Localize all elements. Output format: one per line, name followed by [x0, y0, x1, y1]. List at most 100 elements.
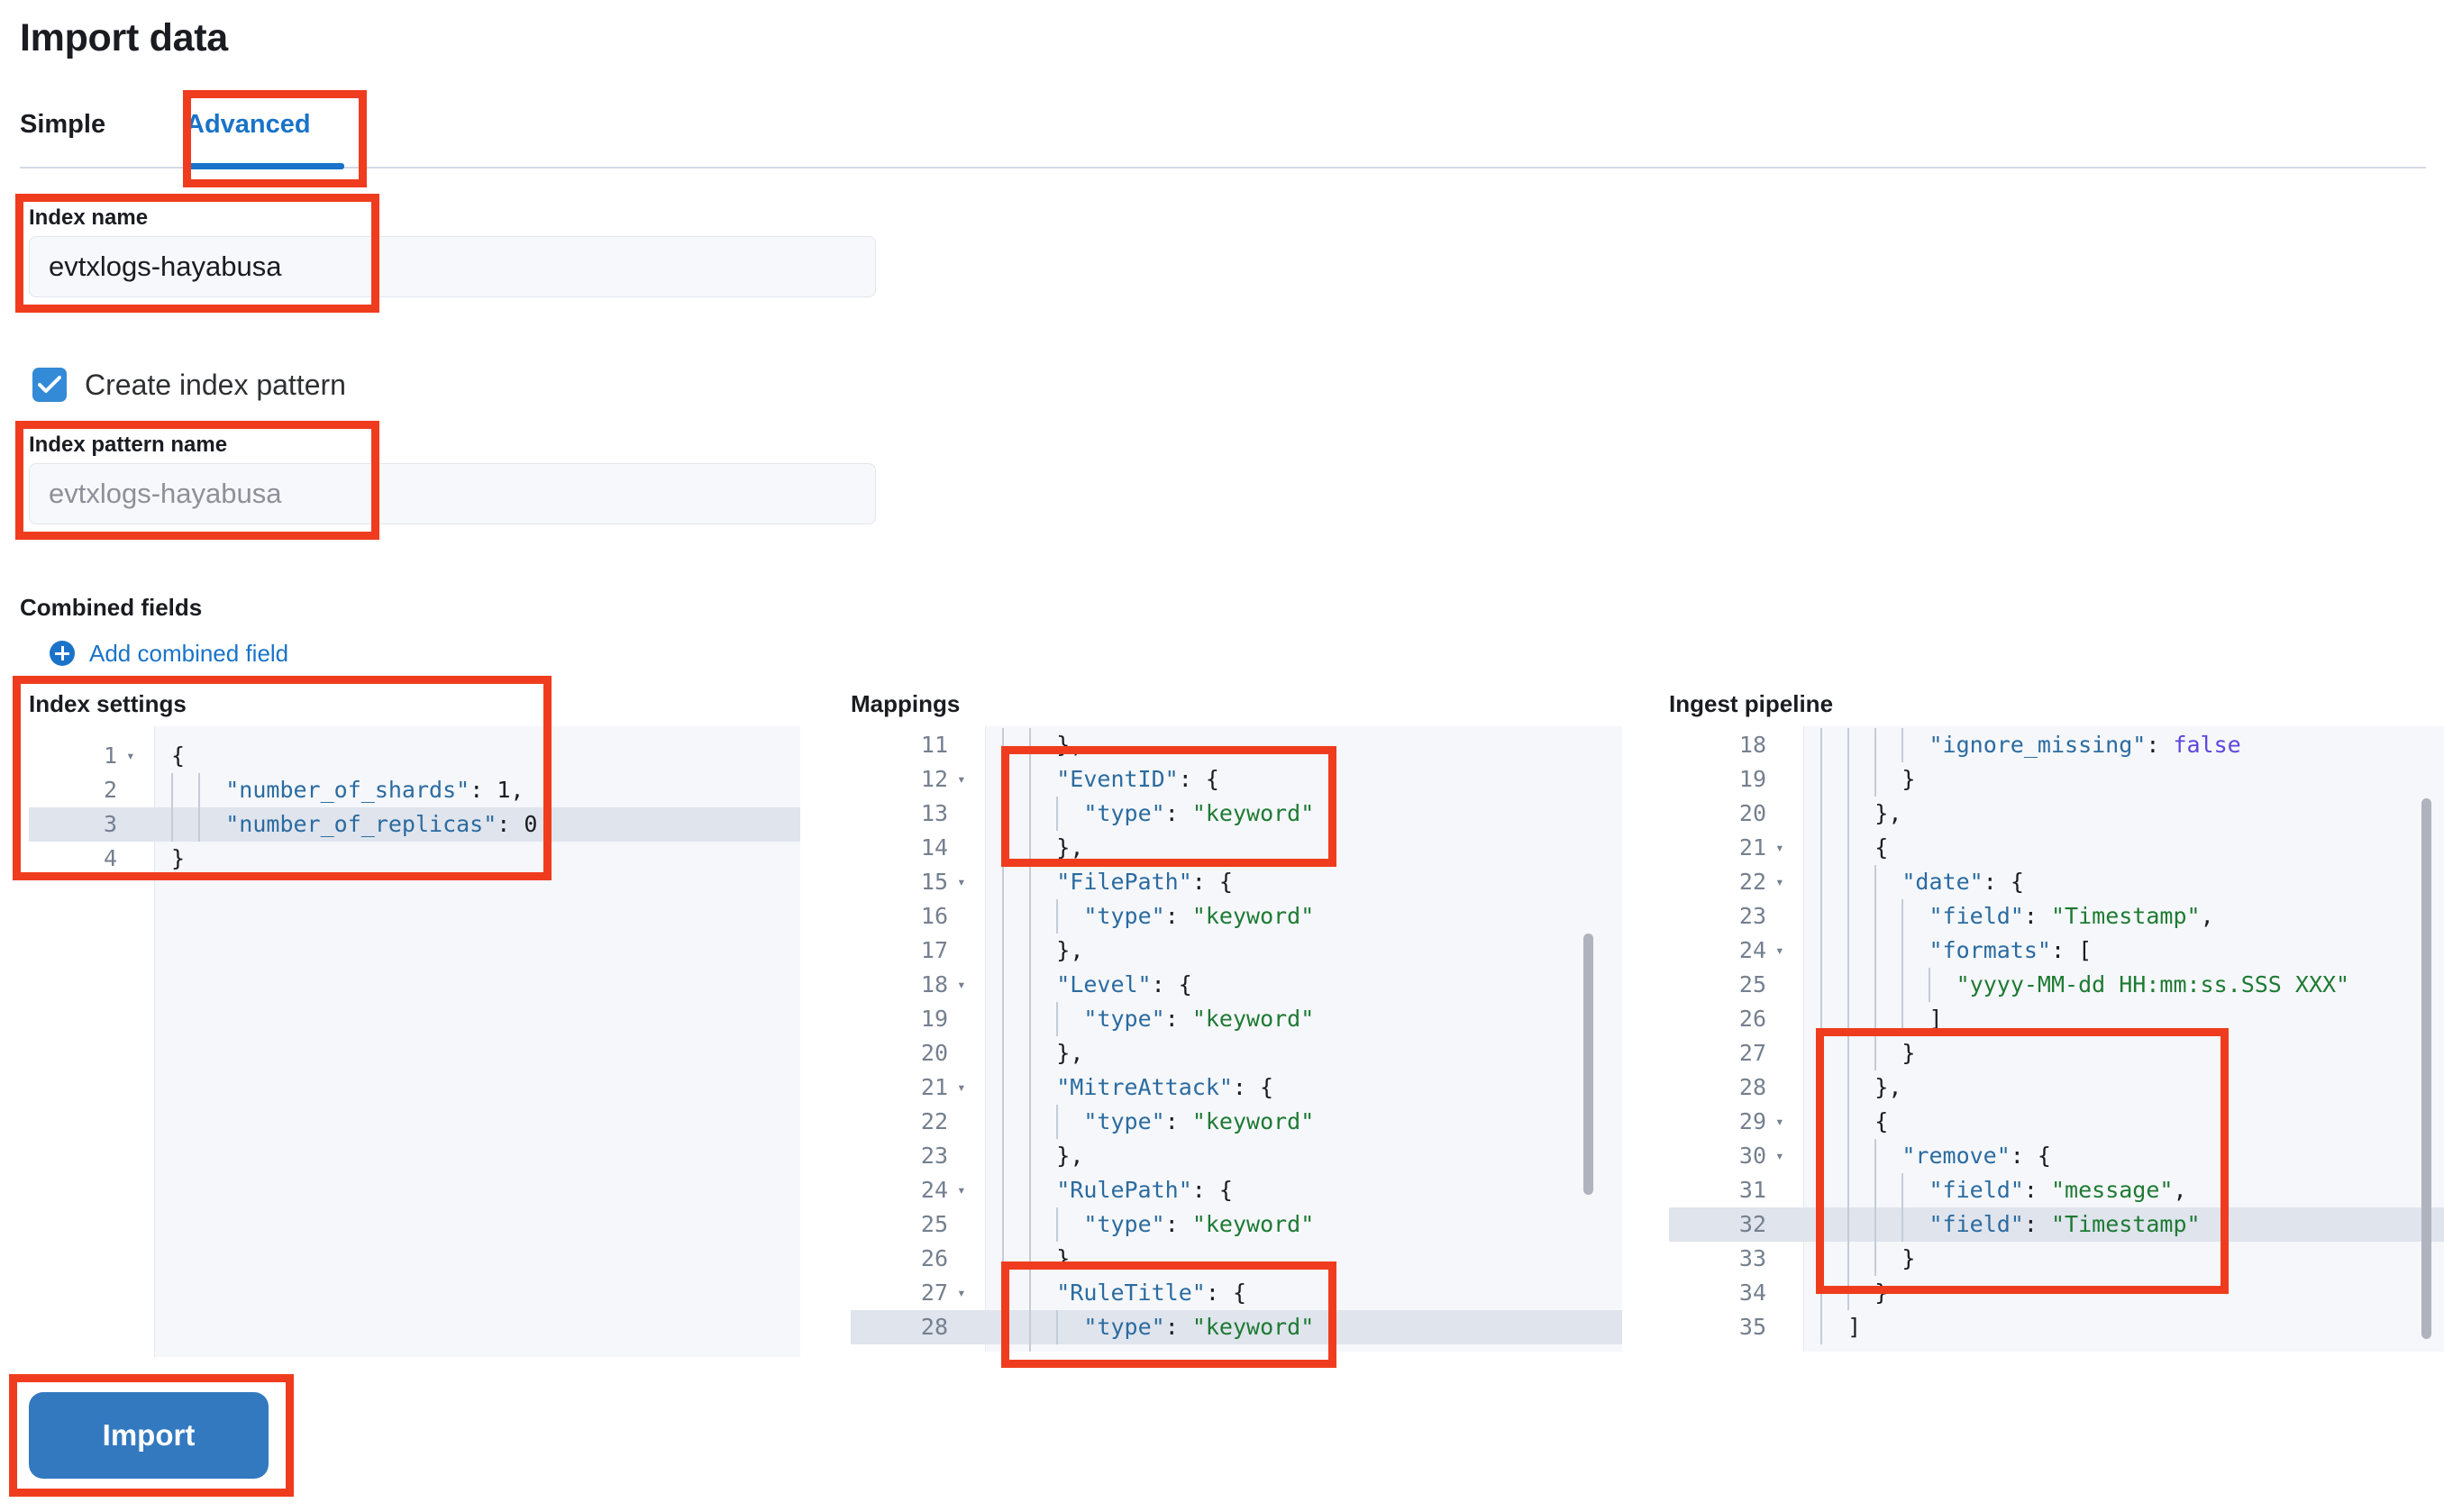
editor-line-text: "type": "keyword"	[1083, 1314, 1315, 1340]
fold-arrow-icon[interactable]: ▾	[957, 1284, 966, 1301]
mappings-vertical-scrollbar[interactable]	[1583, 934, 1593, 1195]
editor-line-number: 24	[1738, 937, 1766, 963]
editor-code-area[interactable]: 1▾{2 "number_of_shards": 1,3 "number_of_…	[29, 726, 800, 1357]
indent-guide	[171, 807, 173, 842]
indent-guide	[1847, 1070, 1850, 1105]
editor-line-text: "type": "keyword"	[1083, 800, 1315, 826]
editor-line-text: {	[1874, 834, 1889, 861]
editor-line-row	[1669, 1002, 2444, 1036]
editor-line-row	[851, 1139, 1622, 1173]
editor-line-number: 16	[920, 903, 948, 929]
mappings-editor[interactable]: 11 },12▾ "EventID": {13 "type": "keyword…	[851, 726, 1622, 1352]
indent-guide	[1929, 968, 1931, 1002]
editor-line-text: "field": "Timestamp"	[1929, 1211, 2201, 1237]
indent-guide	[1847, 1105, 1850, 1139]
page-title: Import data	[20, 16, 228, 59]
fold-arrow-icon[interactable]: ▾	[1775, 942, 1784, 959]
checkbox-checked-icon[interactable]	[32, 368, 67, 402]
editor-line-number: 13	[920, 800, 948, 826]
index-settings-title: Index settings	[29, 690, 187, 717]
editor-line-number: 15	[920, 869, 948, 895]
editor-line-text: "FilePath": {	[1056, 869, 1233, 895]
editor-line-text: },	[1056, 1143, 1084, 1169]
combined-fields-title: Combined fields	[20, 594, 203, 621]
indent-guide	[1002, 1242, 1004, 1276]
fold-arrow-icon[interactable]: ▾	[957, 873, 966, 890]
fold-arrow-icon[interactable]: ▾	[1775, 839, 1784, 856]
indent-guide	[1029, 728, 1032, 762]
index-settings-editor[interactable]: 1▾{2 "number_of_shards": 1,3 "number_of_…	[29, 726, 800, 1357]
fold-arrow-icon[interactable]: ▾	[1775, 1147, 1784, 1164]
indent-guide	[1901, 1002, 1904, 1036]
tab-simple[interactable]: Simple	[20, 110, 106, 139]
editor-line-number: 24	[920, 1177, 948, 1203]
indent-guide	[1029, 865, 1032, 899]
editor-line-number: 36	[1669, 1344, 1766, 1352]
indent-guide	[1002, 968, 1004, 1002]
indent-guide	[1901, 1207, 1904, 1242]
indent-guide	[1820, 1242, 1822, 1276]
fold-arrow-icon[interactable]: ▾	[957, 770, 966, 788]
fold-arrow-icon[interactable]: ▾	[1775, 1113, 1784, 1130]
index-name-label: Index name	[29, 205, 149, 230]
indent-guide	[1874, 934, 1877, 968]
editor-code-area[interactable]: 11 },12▾ "EventID": {13 "type": "keyword…	[851, 726, 1622, 1352]
index-name-input[interactable]: evtxlogs-hayabusa	[29, 236, 876, 297]
editor-line-text: "ignore_missing": false	[1929, 732, 2241, 758]
indent-guide	[1029, 831, 1032, 865]
indent-guide	[1820, 1173, 1822, 1207]
import-button[interactable]: Import	[29, 1392, 269, 1479]
index-pattern-name-input[interactable]: evtxlogs-hayabusa	[29, 463, 876, 524]
editor-line-text: "number_of_replicas": 0	[225, 811, 538, 837]
indent-guide	[1002, 1002, 1004, 1036]
editor-line-text: "RuleTitle": {	[1056, 1280, 1247, 1306]
editor-line-row	[1669, 1105, 2444, 1139]
indent-guide	[1847, 1173, 1850, 1207]
editor-line-text: "RulePath": {	[1056, 1177, 1233, 1203]
editor-line-number: 4	[103, 845, 117, 871]
indent-guide	[1874, 1173, 1877, 1207]
editor-line-text: "EventID": {	[1056, 766, 1219, 792]
tab-advanced[interactable]: Advanced	[186, 110, 311, 139]
indent-guide	[1820, 762, 1822, 797]
editor-line-row	[851, 1173, 1622, 1207]
fold-arrow-icon[interactable]: ▾	[1775, 873, 1784, 890]
editor-line-text: },	[1056, 937, 1084, 963]
ingest-vertical-scrollbar[interactable]	[2421, 798, 2431, 1339]
indent-guide	[1002, 831, 1004, 865]
indent-guide	[1002, 1207, 1004, 1242]
mappings-title: Mappings	[851, 690, 961, 717]
editor-line-text: },	[1056, 1040, 1084, 1066]
fold-arrow-icon[interactable]: ▾	[957, 976, 966, 993]
indent-guide	[1901, 968, 1904, 1002]
fold-arrow-icon[interactable]: ▾	[957, 1079, 966, 1096]
indent-guide	[1847, 762, 1850, 797]
indent-guide	[1820, 1276, 1822, 1310]
editor-line-number: 18	[1738, 732, 1766, 758]
indent-guide	[1029, 1310, 1032, 1344]
editor-line-row	[29, 842, 800, 876]
editor-line-text: }	[171, 845, 186, 871]
indent-guide	[1002, 934, 1004, 968]
indent-guide	[1874, 1207, 1877, 1242]
editor-line-row	[1669, 1344, 2444, 1352]
editor-line-text: "field": "message",	[1929, 1177, 2187, 1203]
editor-line-text: "Level": {	[1056, 971, 1192, 997]
indent-guide	[1002, 728, 1004, 762]
fold-arrow-icon[interactable]: ▾	[126, 747, 135, 764]
editor-line-number: 23	[920, 1143, 948, 1169]
editor-line-row	[1669, 831, 2444, 865]
indent-guide	[1002, 899, 1004, 934]
indent-guide	[1029, 1105, 1032, 1139]
editor-line-number: 31	[1738, 1177, 1766, 1203]
indent-guide	[1029, 1276, 1032, 1310]
indent-guide	[1029, 1002, 1032, 1036]
fold-arrow-icon[interactable]: ▾	[957, 1181, 966, 1198]
editor-line-number: 14	[920, 834, 948, 861]
editor-line-number: 1	[103, 742, 117, 769]
indent-guide	[1002, 1310, 1004, 1344]
indent-guide	[1874, 899, 1877, 934]
